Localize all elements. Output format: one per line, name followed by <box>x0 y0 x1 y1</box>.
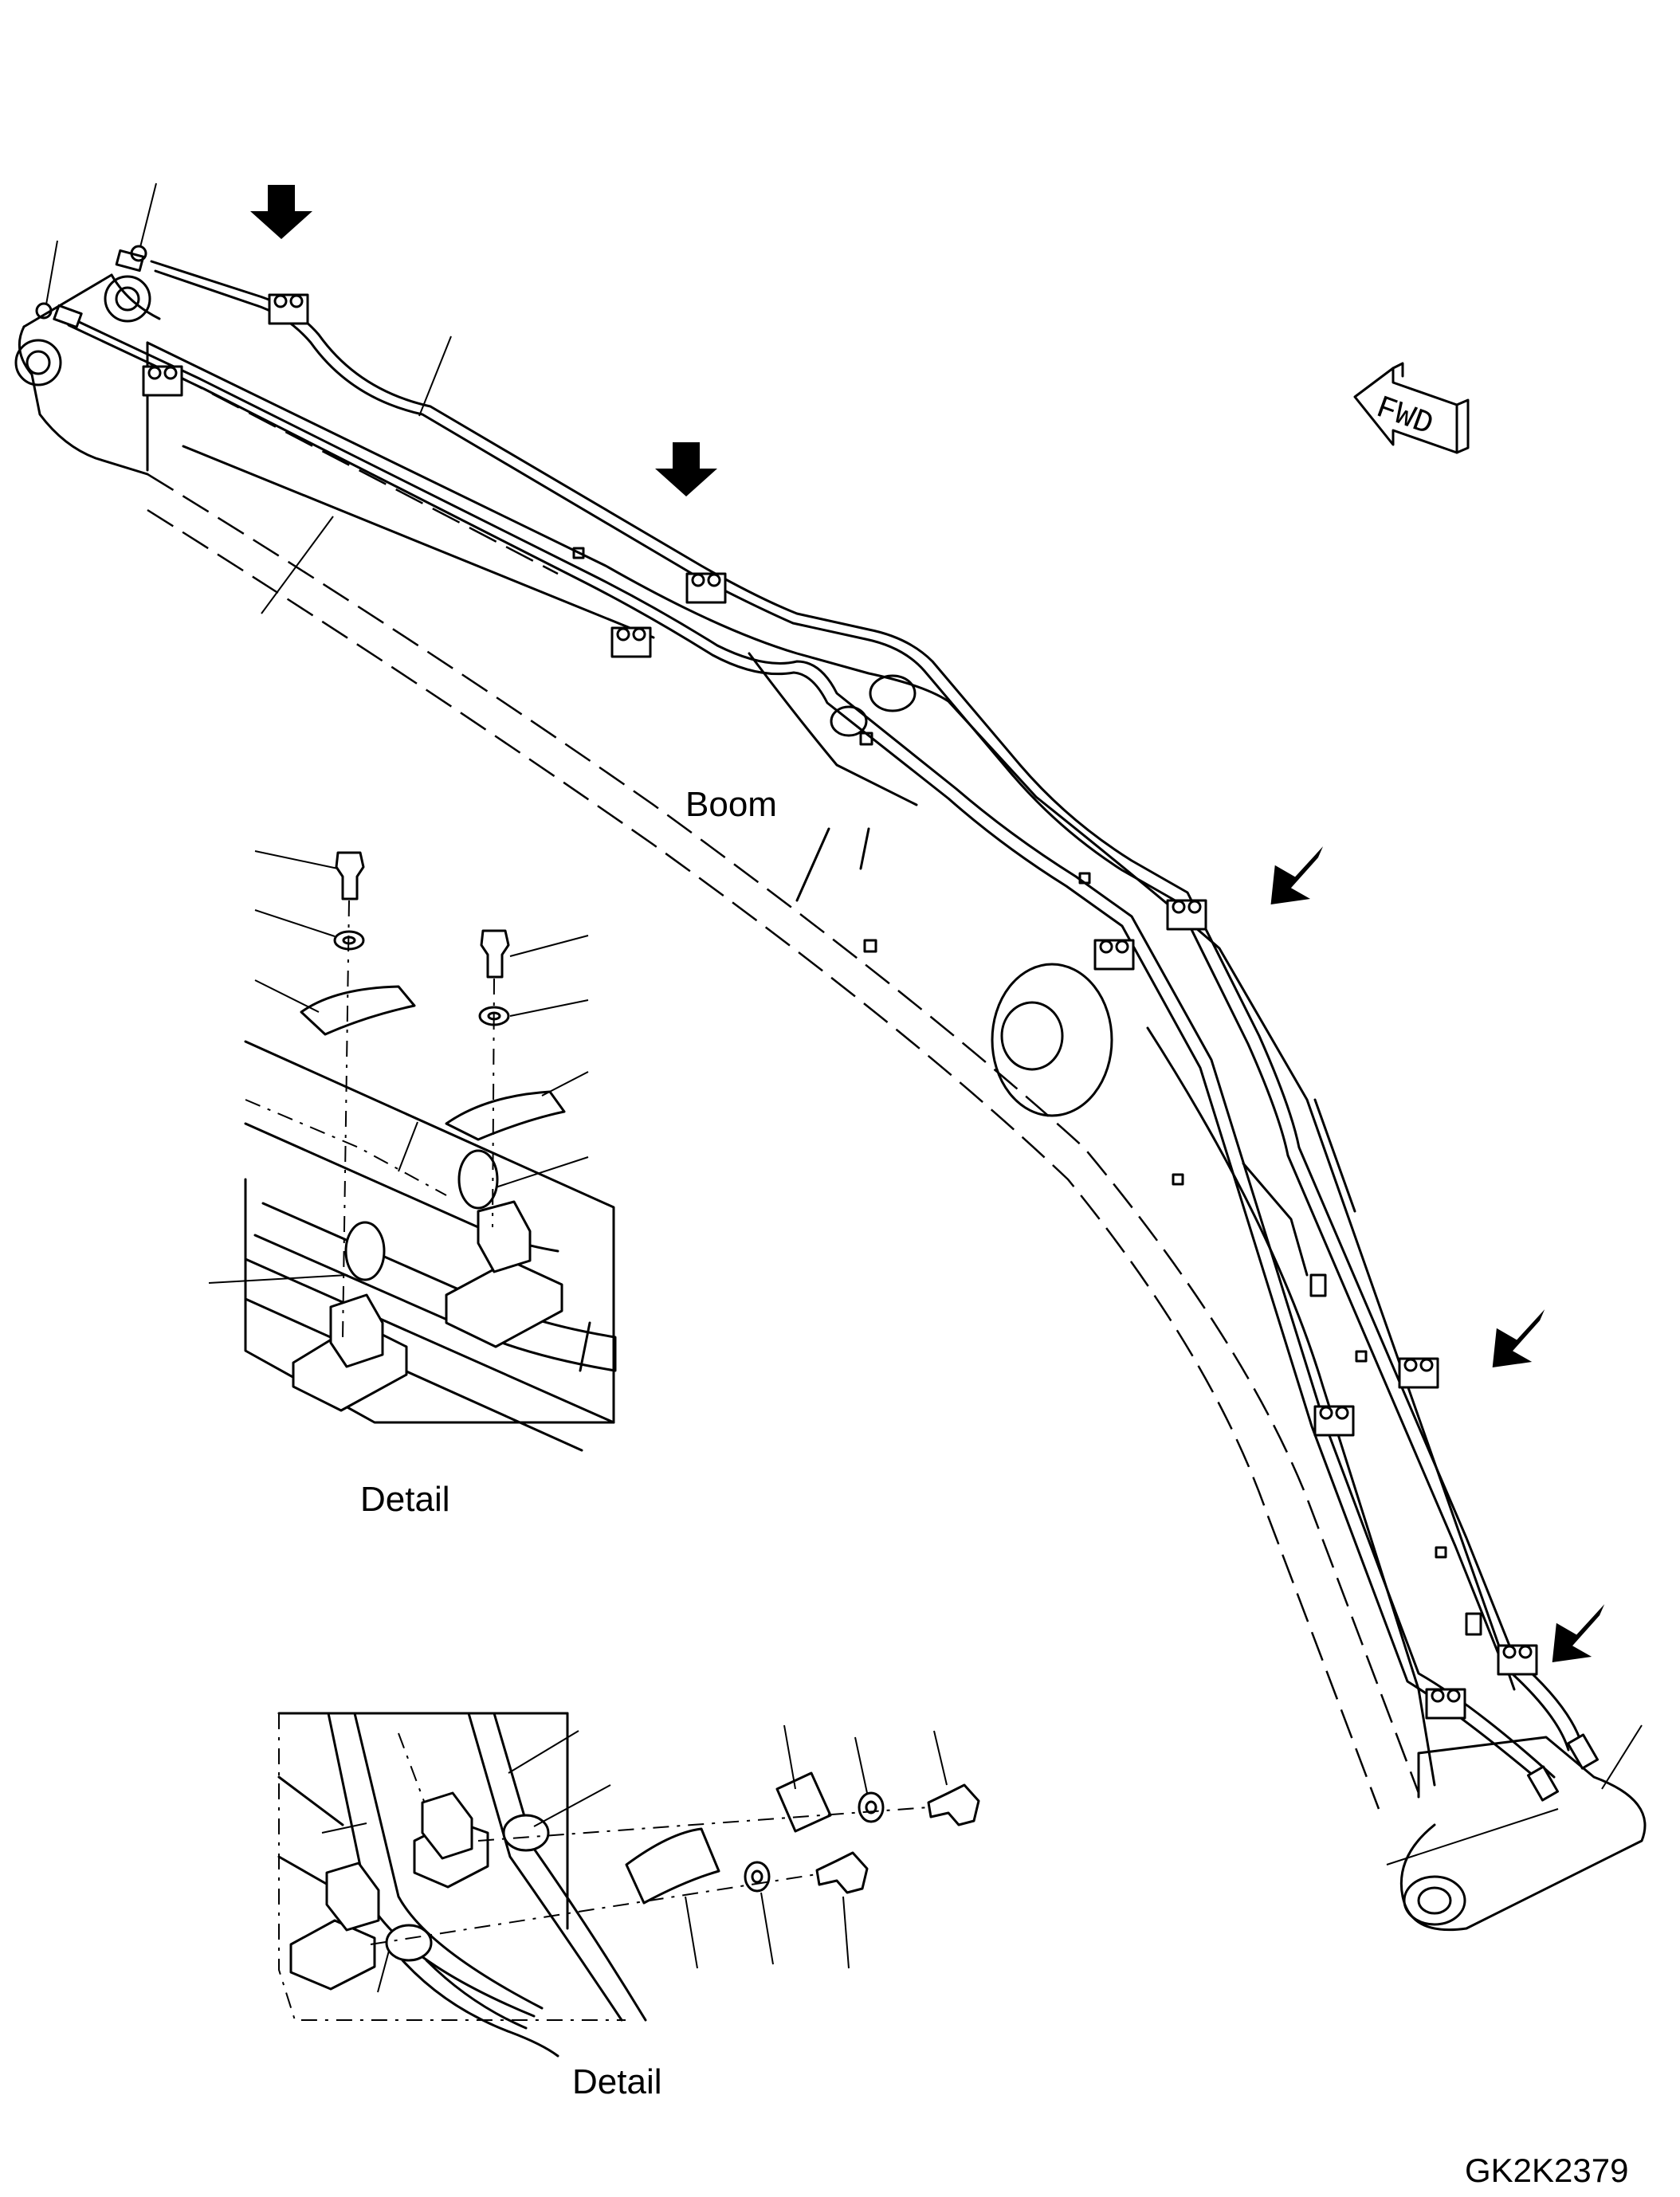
boom-clamps <box>142 293 1538 1720</box>
boom-label: Boom <box>685 785 777 824</box>
hydraulic-lines <box>53 249 1600 1802</box>
direction-arrow-icon <box>1552 1604 1605 1662</box>
direction-arrow-icon <box>655 442 717 496</box>
clamp <box>685 572 727 604</box>
direction-arrow-icon <box>1270 846 1324 904</box>
detail-label: Detail <box>360 1480 450 1519</box>
clamp <box>1465 1612 1482 1636</box>
direction-arrow-icon <box>250 185 312 239</box>
drawing-number: GK2K2379 <box>1465 2152 1629 2189</box>
leader-lines <box>35 182 1643 1865</box>
clamp <box>1398 1357 1439 1389</box>
clamp <box>1425 1688 1466 1720</box>
detail-label: Detail <box>572 2062 662 2101</box>
clamp <box>268 293 309 325</box>
clamp <box>1093 939 1135 971</box>
clamp <box>1166 899 1207 931</box>
fwd-arrow-icon <box>1353 362 1470 454</box>
clamp <box>1497 1644 1538 1676</box>
direction-arrow-icon <box>1492 1309 1545 1367</box>
clamp <box>1313 1405 1355 1437</box>
clamp <box>610 626 652 658</box>
clamp <box>1309 1273 1327 1297</box>
detail-2 <box>277 1712 980 2058</box>
boom-body <box>14 273 1647 1932</box>
clamp <box>142 365 183 397</box>
detail-1 <box>208 850 617 1452</box>
